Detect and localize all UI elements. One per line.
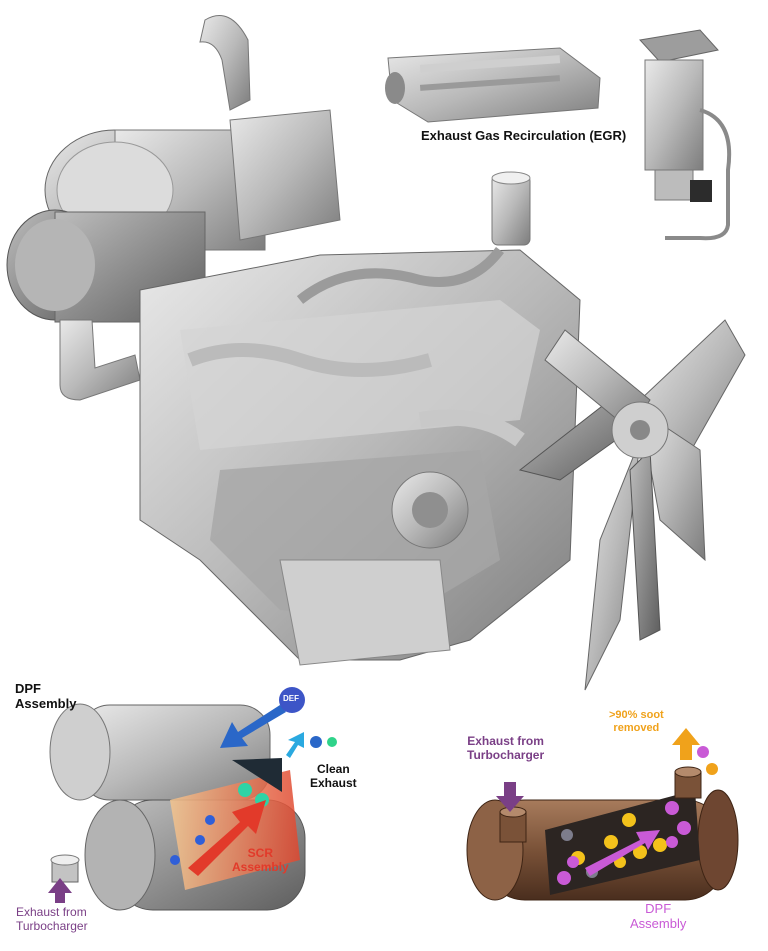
left-dpf-title-line2: Assembly <box>15 695 77 711</box>
dpf-flow-arrow <box>585 830 660 876</box>
def-badge <box>279 687 305 713</box>
scr-assembly-label: SCR Assembly <box>232 846 289 875</box>
egr-cooler <box>385 47 601 123</box>
right-dpf-title: DPF Assembly <box>630 901 687 932</box>
outlet-molecule-1 <box>697 746 709 758</box>
left-exhaust-label: Exhaust from Turbocharger <box>16 905 88 934</box>
scr-assembly-line2: Assembly <box>232 859 289 874</box>
scr-flow-arrow <box>188 800 266 876</box>
clean-exhaust-label: Clean Exhaust <box>310 762 357 791</box>
left-dpf-title-line1: DPF <box>15 681 41 696</box>
right-exhaust-label: Exhaust from Turbocharger <box>467 734 545 763</box>
soot-removed-line2: removed <box>613 721 660 734</box>
right-exhaust-in-arrow <box>496 782 524 812</box>
clean-exhaust-molecule-2 <box>327 737 337 747</box>
soot-removed-label: >90% soot removed <box>609 709 664 734</box>
scr-assembly-line1: SCR <box>247 846 274 860</box>
cooling-fan <box>518 319 746 691</box>
def-badge-label: DEF <box>283 694 299 703</box>
left-dpf-scr-assembly <box>49 703 306 911</box>
outlet-molecule-2 <box>706 763 718 775</box>
clean-exhaust-line1: Clean <box>317 762 350 776</box>
left-exhaust-line1: Exhaust from <box>16 905 87 919</box>
right-dpf-assembly <box>466 766 739 901</box>
left-exhaust-in-arrow <box>48 878 72 903</box>
left-exhaust-line2: Turbocharger <box>16 918 88 933</box>
right-dpf-title-line1: DPF <box>645 901 672 916</box>
right-dpf-title-line2: Assembly <box>630 915 687 931</box>
soot-removed-line1: >90% soot <box>609 709 664 721</box>
clean-exhaust-line2: Exhaust <box>310 775 357 790</box>
def-injection-arrow <box>220 705 286 748</box>
clean-exhaust-molecule-1 <box>310 736 322 748</box>
soot-removed-arrow <box>672 728 700 760</box>
left-dpf-title: DPF Assembly <box>15 681 77 712</box>
clean-exhaust-arrow <box>286 732 304 758</box>
right-exhaust-line1: Exhaust from <box>467 734 544 748</box>
engine-block <box>6 15 581 666</box>
egr-valve <box>639 29 732 241</box>
right-exhaust-line2: Turbocharger <box>467 747 545 762</box>
egr-label: Exhaust Gas Recirculation (EGR) <box>421 128 627 143</box>
